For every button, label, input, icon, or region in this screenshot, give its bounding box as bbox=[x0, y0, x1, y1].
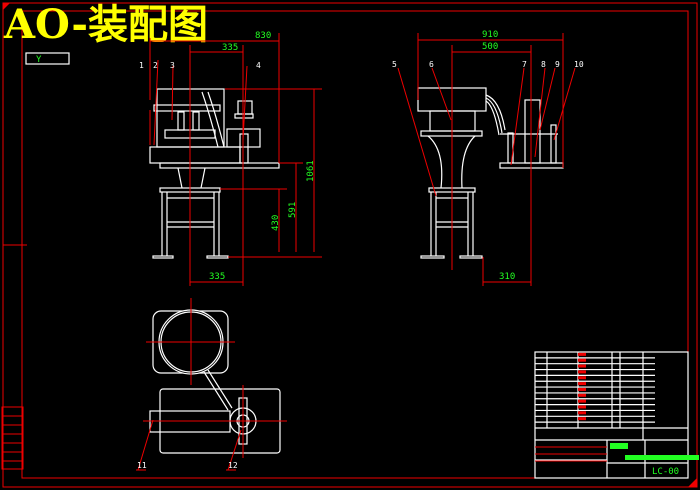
dim-front-bottom-width: 335 bbox=[209, 272, 225, 282]
dim-front-overall-width: 830 bbox=[255, 31, 271, 41]
drawing-title: AO-装配图 bbox=[3, 1, 208, 48]
parts-list-cell bbox=[578, 352, 586, 356]
parts-list-cell bbox=[578, 411, 586, 415]
parts-list-cell bbox=[578, 364, 586, 368]
parts-list-cell bbox=[578, 405, 586, 409]
side-view-dimensions bbox=[397, 33, 576, 286]
front-view-dimensions bbox=[149, 33, 322, 286]
part-label: 12 bbox=[228, 461, 238, 470]
title-block bbox=[534, 351, 699, 479]
part-label: 5 bbox=[392, 60, 397, 69]
part-label: 7 bbox=[522, 60, 527, 69]
part-label: 3 bbox=[170, 61, 175, 70]
revision-strip bbox=[1, 406, 24, 470]
dim-side-center-width: 500 bbox=[482, 42, 498, 52]
part-label: 2 bbox=[153, 61, 158, 70]
parts-list-cell bbox=[578, 399, 586, 403]
parts-list-cell bbox=[578, 358, 586, 362]
ucs-box bbox=[25, 52, 70, 65]
dim-stand-height: 430 bbox=[271, 215, 281, 231]
part-label: 10 bbox=[574, 60, 584, 69]
inner-frame bbox=[21, 10, 689, 479]
parts-list-cell bbox=[578, 417, 586, 421]
dim-side-overall-width: 910 bbox=[482, 30, 498, 40]
top-view bbox=[149, 309, 281, 454]
front-view bbox=[149, 88, 280, 259]
side-view bbox=[417, 87, 564, 259]
part-label: 1 bbox=[139, 61, 144, 70]
dim-side-offset: 310 bbox=[499, 272, 515, 282]
part-label: 11 bbox=[137, 461, 147, 470]
parts-list-cell bbox=[578, 376, 586, 380]
top-view-centerlines bbox=[136, 298, 287, 471]
part-label: 4 bbox=[256, 61, 261, 70]
parts-list-cell bbox=[578, 387, 586, 391]
part-label: 6 bbox=[429, 60, 434, 69]
dim-total-height: 1061 bbox=[306, 160, 316, 182]
dim-table-height: 591 bbox=[288, 202, 298, 218]
corner-mark bbox=[688, 478, 697, 487]
drawing-number: LC-00 bbox=[652, 467, 679, 477]
dim-front-top-width: 335 bbox=[222, 43, 238, 53]
parts-list-cell bbox=[578, 393, 586, 397]
parts-list-cell bbox=[578, 382, 586, 386]
part-label: 9 bbox=[555, 60, 560, 69]
parts-list-cell bbox=[578, 370, 586, 374]
ucs-label: Y bbox=[36, 55, 42, 65]
corner-mark bbox=[3, 3, 10, 10]
part-label: 8 bbox=[541, 60, 546, 69]
